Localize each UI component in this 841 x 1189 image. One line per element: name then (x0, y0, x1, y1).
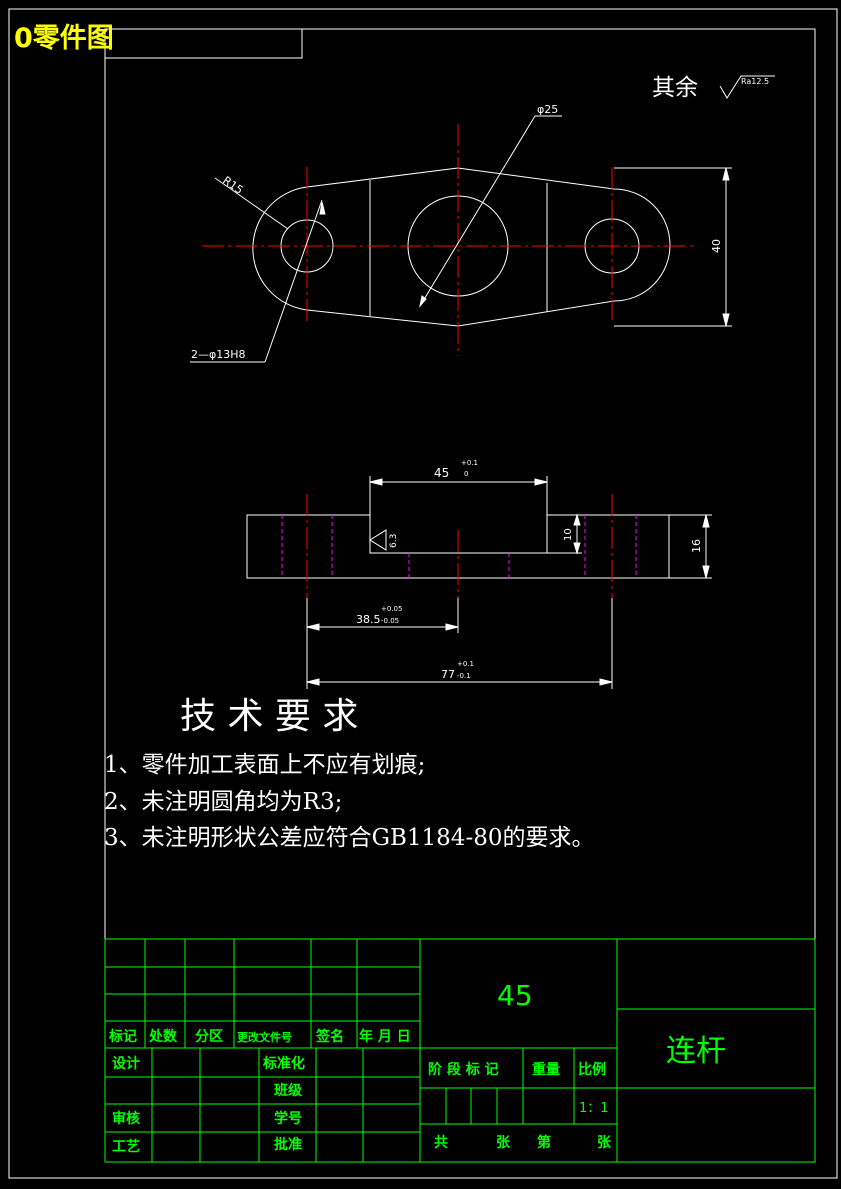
tech-req-item-1: 1、零件加工表面上不应有划痕; (104, 752, 425, 778)
tb-review: 审核 (112, 1110, 140, 1127)
tech-req-item-2: 2、未注明圆角均为R3; (104, 789, 342, 815)
tb-approve: 批准 (274, 1136, 302, 1153)
dim16-arrow-top (702, 514, 710, 528)
top-view-centerlines (202, 124, 695, 356)
dim-slot-tol-upper: +0.1 (461, 459, 478, 467)
tb-sheet-unit: 张 (597, 1135, 612, 1151)
dia25-leader (419, 115, 536, 307)
outer-frame (8, 8, 838, 1179)
dim-holes: 2—φ13H8 (191, 348, 246, 361)
holes-leader (264, 199, 323, 363)
dim-slot-tol-lower: 0 (464, 470, 468, 478)
tech-req-item-3: 3、未注明形状公差应符合GB1184-80的要求。 (104, 825, 594, 851)
dim-slot-45: 45 (434, 466, 449, 480)
dim10-arrow-bottom (573, 542, 581, 555)
dim-offset-385: 38.5 (356, 613, 381, 626)
dim45-arrow-right (534, 478, 548, 486)
title-block (104, 938, 816, 1163)
top-view-outline (252, 167, 671, 327)
top-view-dimensions (190, 115, 732, 363)
dim-width-40: 40 (710, 239, 723, 253)
dim-offset-tol-lower: -0.05 (381, 617, 399, 625)
tb-total: 共 (434, 1134, 448, 1151)
tb-scale-value: 1：1 (579, 1101, 609, 1116)
tb-change-doc: 更改文件号 (237, 1030, 292, 1044)
dim-offset-tol-upper: +0.05 (381, 605, 402, 613)
part-name: 连杆 (666, 1034, 726, 1069)
dim385-arrow-right (445, 623, 459, 631)
top-view (252, 167, 671, 327)
tb-standardize: 标准化 (262, 1055, 305, 1072)
inner-border (104, 28, 816, 1163)
front-view-dimensions (306, 476, 712, 689)
dia25-arrow (419, 295, 427, 308)
roughness-63-symbol (369, 529, 387, 551)
r15-leader (214, 177, 289, 230)
roughness-symbol (719, 75, 775, 99)
tb-sheet-no: 第 (537, 1134, 551, 1151)
dim-thickness-16: 16 (690, 539, 703, 553)
roughness-value: Ra12.5 (741, 77, 769, 86)
dim-radius-15: R15 (220, 174, 245, 197)
title-block-frame (104, 938, 816, 1163)
tb-qty: 处数 (148, 1028, 178, 1045)
drawing-label: 0零件图 (14, 23, 114, 54)
dim-length-77: 77 (441, 668, 455, 681)
dim77-arrow-right (599, 678, 613, 686)
material-value: 45 (497, 979, 533, 1012)
tb-class: 班级 (274, 1082, 303, 1099)
dim-roughness-63: 6.3 (389, 534, 399, 548)
dim-depth-10: 10 (563, 528, 574, 541)
tb-mark: 标记 (108, 1028, 137, 1045)
dim45-arrow-left (369, 478, 383, 486)
dim16-arrow-bottom (702, 565, 710, 579)
tb-zone: 分区 (195, 1029, 223, 1045)
dim40-arrow-bottom (722, 313, 730, 327)
tb-stage-mark: 阶 段 标 记 (428, 1061, 499, 1078)
dim-length-tol-lower: -0.1 (457, 672, 471, 680)
holes-arrow (319, 201, 326, 215)
dim77-arrow-left (306, 678, 320, 686)
dim385-arrow-left (306, 623, 320, 631)
roughness-prefix: 其余 (652, 75, 698, 101)
front-view-hidden-lines (281, 515, 637, 578)
tb-sheets: 张 (496, 1135, 511, 1151)
tb-date: 年 月 日 (359, 1028, 411, 1045)
dim-length-tol-upper: +0.1 (457, 660, 474, 668)
dim10-arrow-top (573, 513, 581, 526)
dim-diameter-25: φ25 (537, 103, 558, 116)
tb-weight: 重量 (532, 1061, 560, 1078)
tb-student-no: 学号 (274, 1110, 302, 1127)
title-block-text: 45 连杆 标记 处数 分区 更改文件号 签名 年 月 日 设计 标准化 班级 … (108, 979, 726, 1155)
tech-req-title: 技 术 要 求 (180, 696, 358, 737)
tb-sign: 签名 (315, 1028, 344, 1045)
dim40-arrow-top (722, 167, 730, 181)
tb-process: 工艺 (112, 1138, 140, 1155)
tb-scale: 比例 (578, 1061, 606, 1078)
drawing-code-box (104, 28, 303, 59)
tb-design: 设计 (112, 1055, 140, 1072)
front-view-centerlines (306, 494, 613, 598)
